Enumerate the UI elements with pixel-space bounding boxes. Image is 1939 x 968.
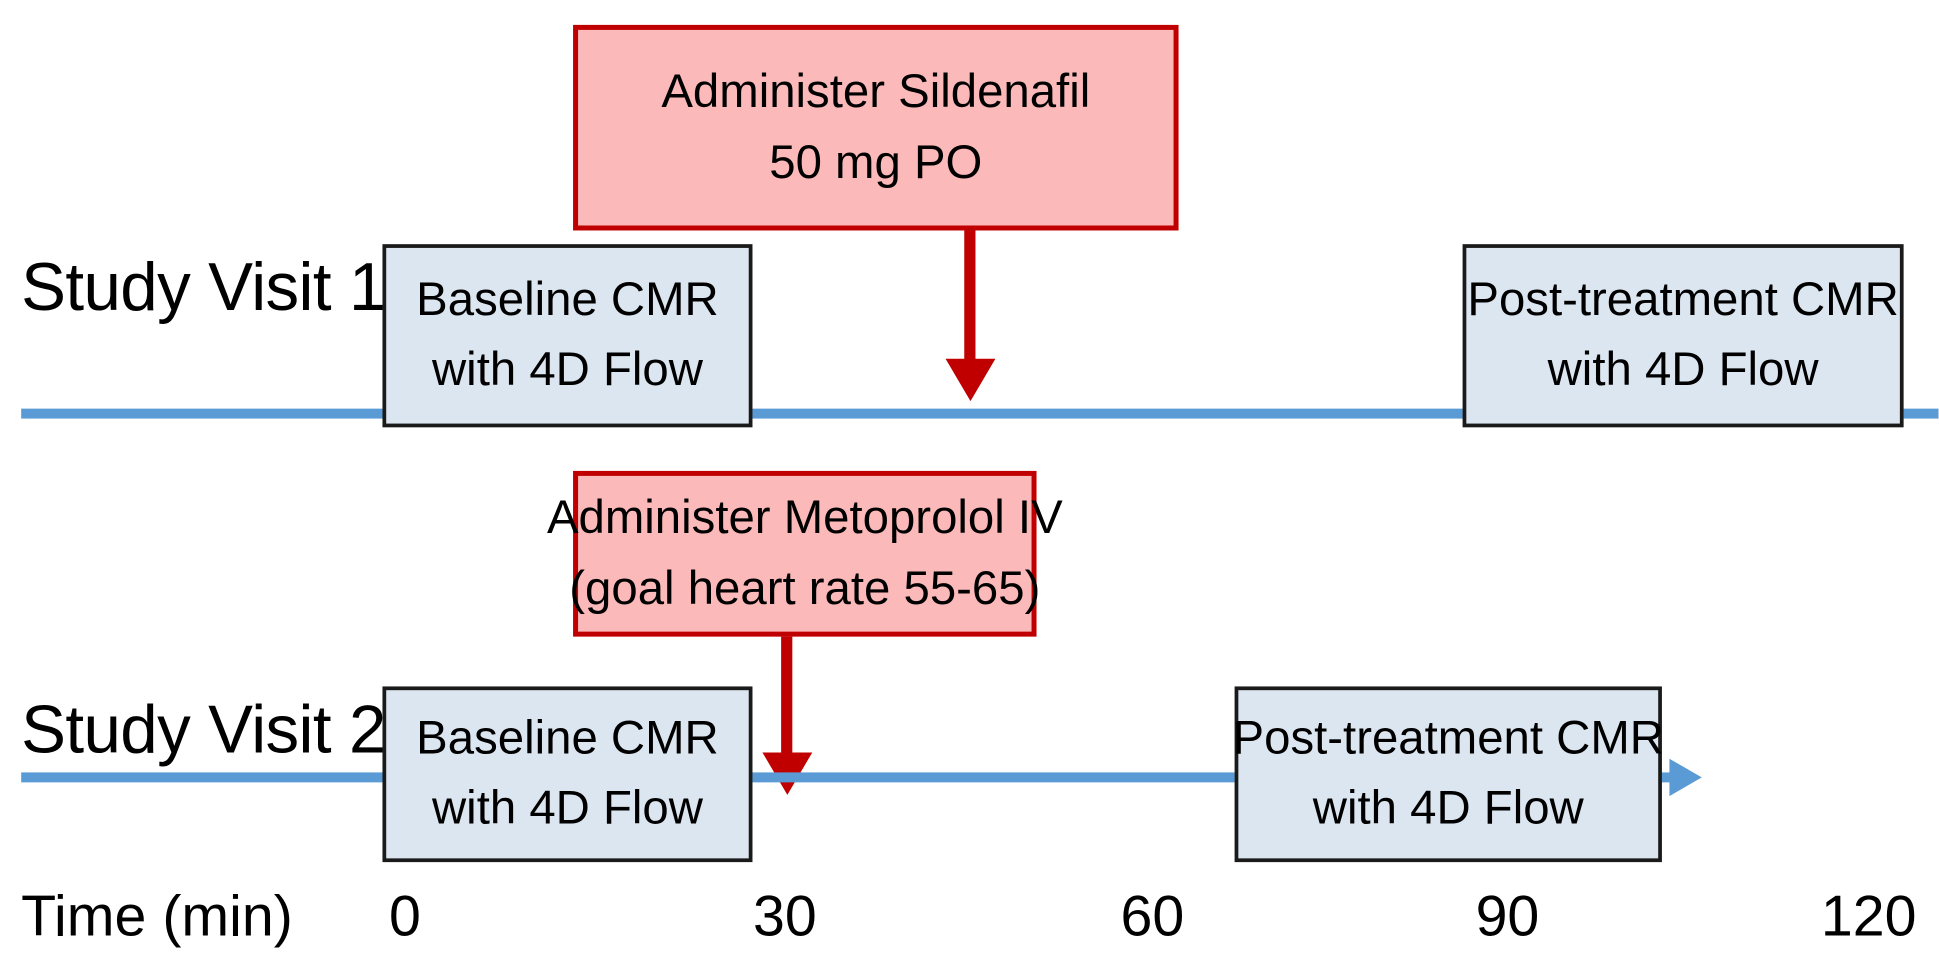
baseline-cmr-box-visit-2-line2: with 4D Flow	[431, 781, 703, 835]
drug-box-visit-1-line1: Administer Sildenafil	[661, 65, 1091, 118]
baseline-cmr-box-visit-1: Baseline CMR with 4D Flow	[382, 244, 753, 428]
baseline-cmr-box-visit-1-line2: with 4D Flow	[431, 343, 703, 396]
baseline-cmr-box-visit-2: Baseline CMR with 4D Flow	[382, 686, 753, 863]
axis-tick-60: 60	[1120, 883, 1185, 949]
post-treatment-cmr-box-visit-1-line2: with 4D Flow	[1547, 343, 1819, 396]
post-treatment-cmr-box-visit-2-line1: Post-treatment CMR	[1232, 713, 1664, 766]
drug-box-visit-2: Administer Metoprolol IV (goal heart rat…	[547, 470, 1063, 637]
visit-label-1: Study Visit 1	[21, 250, 386, 326]
drug-arrow-head-visit-1	[945, 358, 996, 402]
post-treatment-cmr-box-visit-1: Post-treatment CMR with 4D Flow	[1462, 244, 1904, 428]
drug-box-visit-2-line2: (goal heart rate 55-65)	[569, 562, 1041, 615]
post-treatment-cmr-box-visit-2: Post-treatment CMR with 4D Flow	[1232, 686, 1664, 863]
drug-arrow-stem-visit-1	[964, 230, 976, 366]
timeline-arrow-visit-2	[1669, 758, 1702, 797]
axis-tick-90: 90	[1475, 883, 1540, 949]
axis-tick-30: 30	[752, 883, 817, 949]
drug-box-visit-1-line2: 50 mg PO	[769, 136, 983, 189]
axis-title-time: Time (min)	[21, 883, 293, 949]
baseline-cmr-box-visit-1-line1: Baseline CMR	[416, 274, 719, 327]
drug-box-visit-2-line1: Administer Metoprolol IV	[546, 491, 1063, 544]
post-treatment-cmr-box-visit-2-line2: with 4D Flow	[1312, 781, 1584, 835]
baseline-cmr-box-visit-2-line1: Baseline CMR	[416, 713, 719, 766]
drug-arrow-stem-visit-2	[781, 636, 793, 759]
axis-tick-0: 0	[388, 883, 421, 949]
visit-label-2: Study Visit 2	[21, 692, 386, 768]
timeline-rail-visit-2	[21, 772, 1679, 783]
post-treatment-cmr-box-visit-1-line1: Post-treatment CMR	[1467, 274, 1899, 327]
axis-tick-120: 120	[1820, 883, 1917, 949]
drug-box-visit-1: Administer Sildenafil 50 mg PO	[573, 24, 1179, 231]
timeline-rail-visit-1	[21, 408, 1939, 419]
